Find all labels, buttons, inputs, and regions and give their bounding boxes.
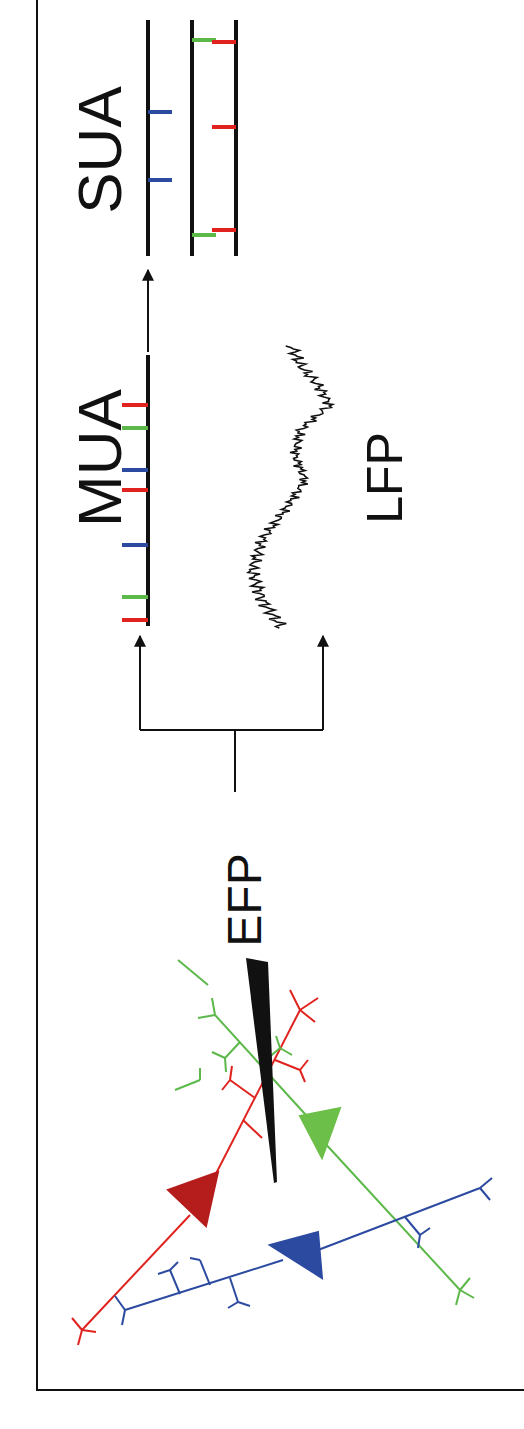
lfp-trace [248, 346, 332, 628]
arrow [147, 270, 149, 352]
bracket [140, 636, 323, 792]
sua-trains [148, 20, 236, 256]
sua-spikes [148, 40, 236, 235]
electrode [246, 958, 277, 1183]
frame [37, 0, 524, 1390]
signal-label: LFP [360, 432, 410, 524]
signal-label: MUA [69, 389, 131, 527]
signal-label: SUA [69, 86, 131, 213]
signal-label: EFP [221, 853, 269, 946]
neurons [72, 960, 492, 1345]
